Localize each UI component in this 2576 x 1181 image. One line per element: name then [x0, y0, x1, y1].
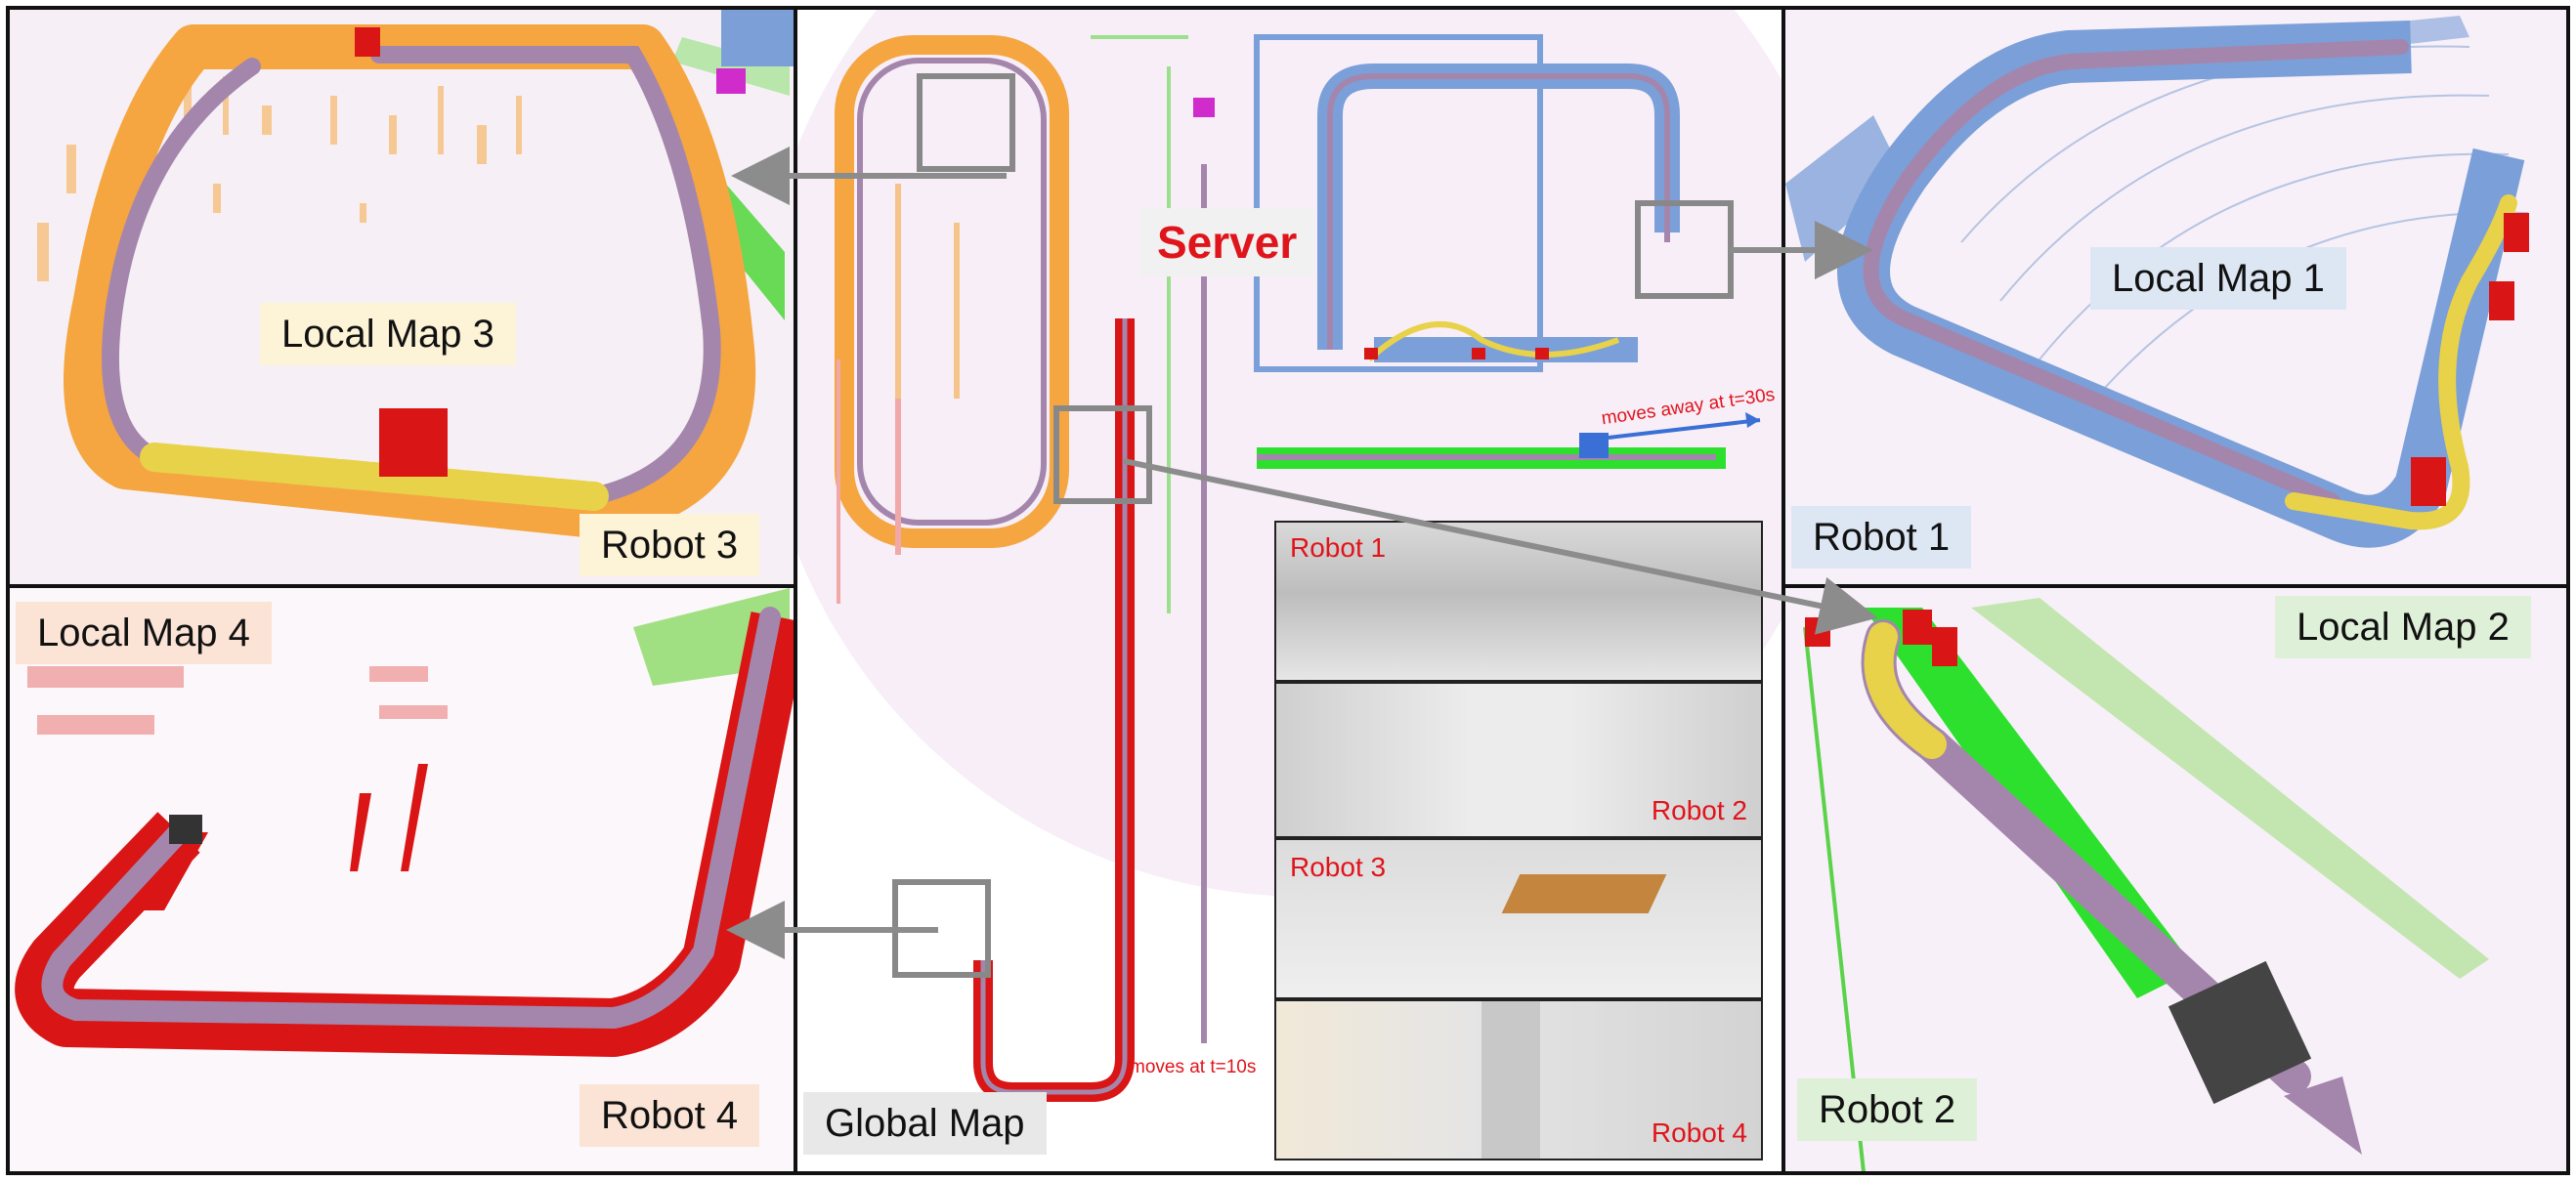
- panel-global-map: Server moves away at t=30s moves at t=10…: [797, 8, 1782, 1172]
- robot-3-local-map-render: [37, 8, 794, 538]
- moves-at-annotation: moves at t=10s: [1130, 1057, 1257, 1077]
- camera-view-robot-4: Robot 4: [1274, 999, 1763, 1160]
- frame-left: [6, 6, 10, 1175]
- robot-4-local-map-render: [15, 588, 794, 1057]
- robot-1-label: Robot 1: [1791, 506, 1972, 569]
- camera-view-robot-1: Robot 1: [1274, 521, 1763, 682]
- pillar: [1481, 1001, 1540, 1159]
- divider-left: [794, 6, 797, 1175]
- panel-robot-1: Local Map 1 Robot 1: [1785, 8, 2568, 584]
- local-map-3-label: Local Map 3: [260, 303, 516, 365]
- global-map-label: Global Map: [803, 1092, 1047, 1155]
- camera-view-robot-3: Robot 3: [1274, 838, 1763, 999]
- local-map-4-label: Local Map 4: [16, 602, 272, 664]
- robot-3-label: Robot 3: [580, 514, 760, 576]
- camera-view-robot-2-label: Robot 2: [1651, 795, 1747, 825]
- frame-top: [6, 6, 2570, 10]
- robot-2-local-map-render: [1803, 598, 2489, 1172]
- conference-table: [1501, 874, 1667, 913]
- camera-view-robot-1-label: Robot 1: [1290, 532, 1387, 563]
- robot-2-label: Robot 2: [1797, 1078, 1978, 1141]
- panel-robot-3: Local Map 3 Robot 3: [8, 8, 794, 584]
- camera-view-robot-4-label: Robot 4: [1651, 1118, 1747, 1148]
- divider-right: [1782, 6, 1785, 1175]
- divider-left-horizontal: [6, 584, 797, 588]
- frame-bottom: [6, 1171, 2570, 1175]
- camera-view-robot-2: Robot 2: [1274, 682, 1763, 838]
- frame-right: [2566, 6, 2570, 1175]
- server-label: Server: [1139, 208, 1315, 276]
- local-map-1-label: Local Map 1: [2090, 247, 2346, 310]
- camera-view-robot-3-label: Robot 3: [1290, 852, 1387, 882]
- local-map-2-label: Local Map 2: [2275, 596, 2531, 658]
- robot-4-label: Robot 4: [580, 1084, 760, 1147]
- panel-robot-4: Local Map 4 Robot 4: [8, 588, 794, 1172]
- panel-robot-2: Local Map 2 Robot 2: [1785, 588, 2568, 1172]
- divider-right-horizontal: [1782, 584, 2570, 588]
